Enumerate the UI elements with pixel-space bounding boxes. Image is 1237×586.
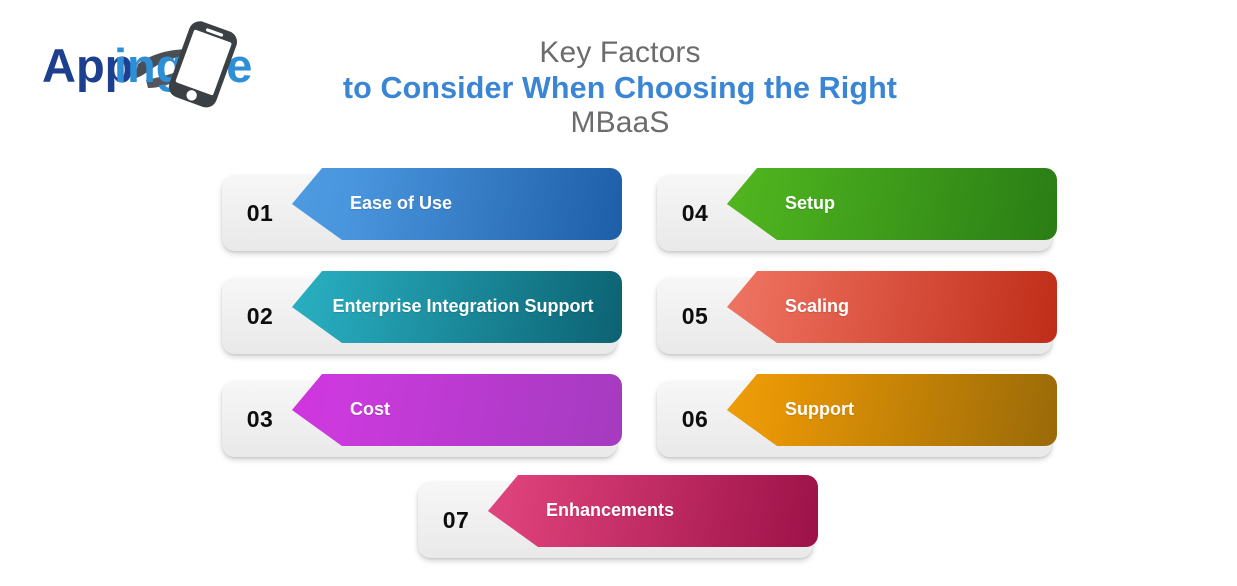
card-banner[interactable]: Enhancements [487, 475, 818, 547]
card-label: Enterprise Integration Support [332, 296, 594, 317]
factor-card-03[interactable]: Cost 03 [222, 374, 622, 457]
card-banner[interactable]: Scaling [726, 271, 1057, 343]
card-number: 06 [681, 405, 709, 432]
card-banner[interactable]: Setup [726, 168, 1057, 240]
card-label: Ease of Use [350, 193, 453, 214]
swoosh-shape [134, 49, 208, 78]
page-title: Key Factors to Consider When Choosing th… [300, 36, 940, 141]
factor-card-04[interactable]: Setup 04 [657, 168, 1057, 251]
card-label: Scaling [785, 296, 850, 317]
page-title-line-2: to Consider When Choosing the Right [342, 70, 898, 105]
card-banner[interactable]: Cost [291, 374, 622, 446]
brand-logo[interactable]: App ingine [42, 18, 257, 110]
card-number: 01 [246, 199, 274, 226]
factor-card-06[interactable]: Support 06 [657, 374, 1057, 457]
card-label: Support [785, 399, 854, 420]
card-number: 04 [681, 199, 709, 226]
smartphone-icon [168, 21, 238, 108]
appingine-logo-graphic: App ingine [42, 21, 252, 108]
factor-card-05[interactable]: Scaling 05 [657, 271, 1057, 354]
factor-card-01[interactable]: Ease of Use 01 [222, 168, 622, 251]
factor-card-02[interactable]: Enterprise Integration Support 02 [222, 271, 622, 354]
card-label: Setup [785, 193, 836, 214]
card-banner[interactable]: Ease of Use [291, 168, 622, 240]
card-banner[interactable]: Support [726, 374, 1057, 446]
card-banner[interactable]: Enterprise Integration Support [291, 271, 622, 343]
card-number: 05 [681, 302, 709, 329]
card-number: 07 [442, 506, 470, 533]
card-label: Cost [350, 399, 390, 420]
card-number: 02 [246, 302, 274, 329]
card-number: 03 [246, 405, 274, 432]
page-title-line-3: MBaaS [570, 106, 670, 140]
page-title-line-1: Key Factors [539, 36, 701, 69]
factor-card-07[interactable]: Enhancements 07 [418, 475, 818, 558]
card-label: Enhancements [546, 500, 675, 521]
logo-wordmark-dark: App [42, 39, 133, 92]
